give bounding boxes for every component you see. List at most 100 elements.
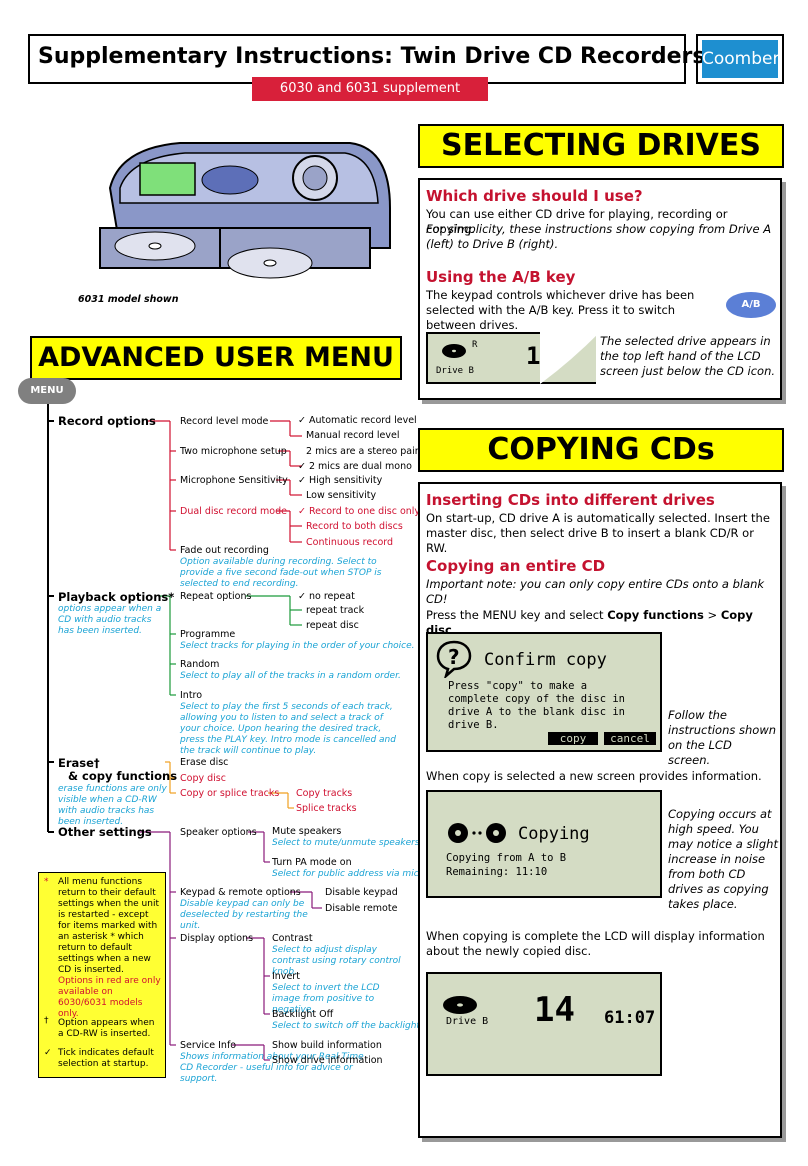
- option-low-sens: Low sensitivity: [306, 490, 377, 501]
- erase-note: erase functions are only visible when a …: [58, 784, 167, 827]
- copy-splice-tracks: Copy or splice tracks: [180, 788, 280, 799]
- lcd3-line2: Remaining: 11:10: [446, 866, 548, 878]
- display-options: Display options: [180, 933, 254, 944]
- lcd3-line1: Copying from A to B: [446, 852, 567, 864]
- service-desc: Shows information about your Real Time C…: [180, 1052, 364, 1084]
- cd-icon-final: [443, 996, 477, 1014]
- image-caption: 6031 model shown: [78, 294, 179, 305]
- cd-recorder-illustration: [99, 142, 391, 279]
- which-drive-italic: For simplicity, these instructions show …: [426, 222, 772, 251]
- inserting-body: On start-up, CD drive A is automatically…: [426, 511, 770, 555]
- contrast-desc: Select to adjust display contrast using …: [272, 945, 401, 977]
- option-auto-record: ✓ Automatic record level: [298, 415, 417, 426]
- pa-mode: Turn PA mode on: [272, 857, 352, 868]
- press-pre: Press the MENU key and select: [426, 608, 608, 622]
- note-tick: Tick indicates default selection at star…: [58, 1048, 154, 1069]
- invert-desc: Select to invert the LCD image from posi…: [272, 983, 380, 1015]
- lcd2-title: Confirm copy: [484, 650, 607, 670]
- brand-logo: Coomber: [696, 34, 784, 84]
- press-copy-functions: Copy functions: [607, 608, 704, 622]
- mute-speakers: Mute speakers: [272, 826, 342, 837]
- advanced-menu-heading: ADVANCED USER MENU: [30, 336, 402, 380]
- copy-disc-icon: [448, 823, 506, 843]
- option-dual-mono: ✓ 2 mics are dual mono: [298, 461, 412, 472]
- lcd2-line-1: complete copy of the disc in: [448, 693, 626, 705]
- mute-desc: Select to mute/unmute speakers.: [272, 838, 423, 848]
- intro: Intro: [180, 690, 203, 701]
- invert: Invert: [272, 971, 300, 982]
- service-info: Service Info: [180, 1040, 237, 1051]
- lcd1-caption: The selected drive appears in the top le…: [600, 334, 776, 378]
- splice-tracks: Splice tracks: [296, 803, 357, 814]
- lcd4-time: 61:07: [604, 1008, 656, 1028]
- other-settings-label: Other settings: [58, 825, 152, 839]
- lcd2-line-3: drive B.: [448, 719, 499, 731]
- inserting-title: Inserting CDs into different drives: [426, 491, 715, 509]
- option-high-sens: ✓ High sensitivity: [298, 475, 383, 486]
- keypad-remote-options: Keypad & remote options: [180, 887, 301, 898]
- two-mic-setup: Two microphone setup: [180, 446, 287, 457]
- pa-desc: Select for public address via mic.: [272, 869, 422, 879]
- subtitle-banner: 6030 and 6031 supplement: [252, 77, 488, 101]
- option-manual-record: Manual record level: [306, 430, 400, 441]
- keypad-desc: Disable keypad can only be deselected by…: [180, 899, 308, 931]
- ab-key-body: The keypad controls whichever drive has …: [426, 288, 695, 332]
- show-build-info: Show build information: [272, 1040, 382, 1051]
- press-end: .: [451, 623, 456, 637]
- ab-key-title: Using the A/B key: [426, 268, 576, 286]
- record-options-label: Record options: [58, 414, 156, 428]
- selecting-drives-heading: SELECTING DRIVES: [418, 124, 784, 168]
- erase-label: Erase†: [58, 756, 100, 770]
- lcd2-cancel-button: cancel: [604, 732, 656, 745]
- asterisk-mark: *: [44, 877, 49, 887]
- lcd3-title: Copying: [518, 824, 590, 844]
- which-drive-title: Which drive should I use?: [426, 187, 643, 205]
- svg-text:?: ?: [448, 645, 460, 669]
- repeat-options: Repeat options: [180, 591, 252, 602]
- complete-text: When copying is complete the LCD will di…: [426, 929, 765, 958]
- entire-cd-note: Important note: you can only copy entire…: [426, 577, 765, 606]
- backlight-desc: Select to switch off the backlight.: [272, 1021, 423, 1031]
- option-no-repeat: ✓ no repeat: [298, 591, 355, 602]
- option-stereo-pair: 2 mics are a stereo pair: [306, 446, 419, 457]
- fade-out-recording: Fade out recording: [180, 545, 269, 556]
- page-title: Supplementary Instructions: Twin Drive C…: [38, 44, 706, 69]
- cd-icon: [442, 344, 466, 358]
- mic-sensitivity: Microphone Sensitivity: [180, 475, 288, 486]
- tick-mark: ✓: [44, 1048, 52, 1058]
- question-icon: ?: [436, 640, 472, 678]
- brand-name: Coomber: [702, 40, 779, 78]
- copying-heading: COPYING CDs: [418, 428, 784, 472]
- intro-desc: Select to play the first 5 seconds of ea…: [180, 702, 396, 756]
- lcd1-r: R: [472, 340, 478, 350]
- dual-disc-mode: Dual disc record mode: [180, 506, 287, 517]
- lcd1-drive: Drive B: [436, 366, 474, 376]
- copy-functions-label: & copy functions: [68, 769, 178, 783]
- erase-disc: Erase disc: [180, 757, 229, 768]
- menu-tree-lines: [47, 404, 322, 1061]
- option-one-disc: ✓ Record to one disc only: [298, 506, 421, 517]
- option-both-discs: Record to both discs: [306, 521, 403, 532]
- note-red-options: Options in red are only available on 603…: [58, 976, 161, 1019]
- show-drive-info: Show drive information: [272, 1055, 383, 1066]
- dagger-mark: †: [44, 1016, 49, 1026]
- random-desc: Select to play all of the tracks in a ra…: [180, 671, 401, 681]
- notes-box: [38, 872, 166, 1078]
- lcd-final: Drive B 14 61:07: [426, 972, 662, 1076]
- lcd2-line-2: drive A to the blank disc in: [448, 706, 626, 718]
- lcd2-copy-button: copy: [548, 732, 598, 745]
- which-drive-body: You can use either CD drive for playing,…: [426, 207, 728, 236]
- copy-tracks: Copy tracks: [296, 788, 353, 799]
- disable-remote: Disable remote: [325, 903, 398, 914]
- programme-desc: Select tracks for playing in the order o…: [180, 641, 415, 651]
- option-repeat-disc: repeat disc: [306, 620, 359, 631]
- speaker-options: Speaker options: [180, 827, 257, 838]
- backlight-off: Backlight Off: [272, 1009, 334, 1020]
- note-defaults: All menu functions return to their defau…: [58, 877, 159, 975]
- menu-key-icon: MENU: [18, 378, 76, 404]
- option-repeat-track: repeat track: [306, 605, 365, 616]
- playback-options-label: Playback options*: [58, 590, 175, 604]
- lcd-confirm-copy: ? Confirm copy Press "copy" to make a co…: [426, 632, 662, 752]
- disable-keypad: Disable keypad: [325, 887, 398, 898]
- programme: Programme: [180, 629, 236, 640]
